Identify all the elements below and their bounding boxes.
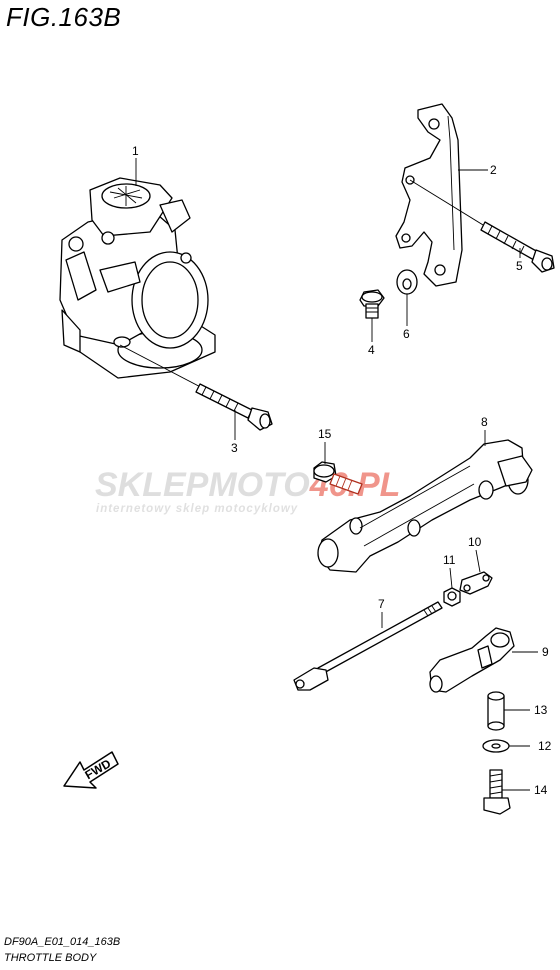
- callout-3: 3: [231, 441, 238, 455]
- footer-code: DF90A_E01_014_163B: [4, 936, 121, 948]
- callout-6: 6: [403, 327, 410, 341]
- watermark: SKLEPMOTO46.PL internetowy sklep motocyk…: [95, 466, 400, 515]
- bolt-part-14[interactable]: [483, 769, 511, 815]
- callout-10: 10: [468, 535, 482, 549]
- callout-2: 2: [490, 163, 497, 177]
- watermark-brand-part2: MOTO: [208, 466, 309, 504]
- callout-1: 1: [132, 144, 139, 158]
- watermark-brand-part1: SKLEP: [95, 466, 209, 504]
- callout-9: 9: [542, 645, 549, 659]
- watermark-tagline: internetowy sklep motocyklowy: [96, 503, 298, 515]
- spacer-part-13[interactable]: [487, 691, 505, 731]
- callout-14: 14: [534, 783, 548, 797]
- bolt-part-15[interactable]: [313, 461, 363, 495]
- bolt-part-5[interactable]: [409, 179, 555, 273]
- callout-13: 13: [534, 703, 548, 717]
- callout-11: 11: [443, 553, 456, 567]
- callout-8: 8: [481, 415, 488, 429]
- bracket-part[interactable]: [395, 103, 463, 287]
- callout-4: 4: [368, 343, 375, 357]
- leader-lines: [135, 158, 538, 791]
- nut-part-11[interactable]: [443, 587, 461, 607]
- washer-part-12[interactable]: [482, 739, 510, 753]
- link-part-10[interactable]: [459, 571, 493, 595]
- link-arm-part-8[interactable]: [317, 439, 533, 573]
- rod-part-7[interactable]: [293, 601, 443, 691]
- lever-part-9[interactable]: [429, 627, 515, 693]
- bolt-part-4[interactable]: [359, 289, 385, 319]
- forward-arrow: FWD: [63, 751, 119, 789]
- callout-12: 12: [538, 739, 552, 753]
- callout-15: 15: [318, 427, 332, 441]
- svg-text:SKLEPMOTO46.PL: SKLEPMOTO46.PL: [95, 466, 400, 504]
- figure-title: FIG.163B: [6, 2, 122, 32]
- callout-7: 7: [378, 597, 385, 611]
- throttle-body-part[interactable]: [59, 177, 216, 379]
- bolt-part-3[interactable]: [119, 344, 273, 431]
- footer-name: THROTTLE BODY: [4, 952, 97, 964]
- callout-5: 5: [516, 259, 523, 273]
- washer-part-6[interactable]: [396, 269, 418, 295]
